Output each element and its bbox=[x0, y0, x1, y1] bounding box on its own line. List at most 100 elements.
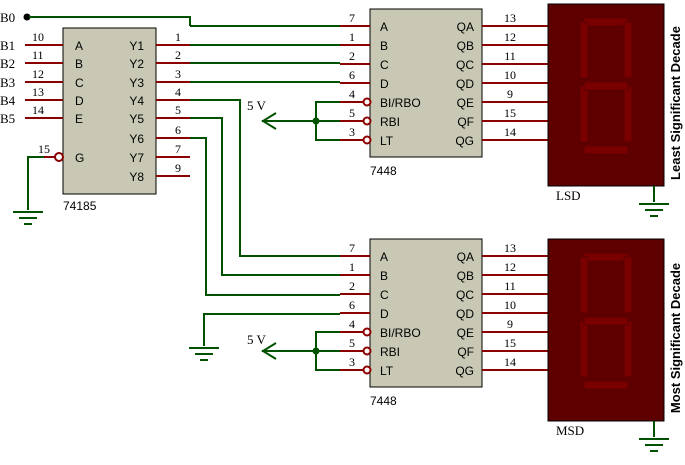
u1-pin-label-Y1: Y1 bbox=[129, 39, 144, 53]
u1-pin-label-Y5: Y5 bbox=[129, 112, 144, 126]
decoder1-pin-num-D: 6 bbox=[349, 68, 355, 82]
u1-pin-label-Y7: Y7 bbox=[129, 151, 144, 165]
input-label-B3: B3 bbox=[0, 75, 15, 90]
display1-segment-d bbox=[583, 145, 629, 155]
u1-pin-num-Y2: 2 bbox=[175, 48, 181, 62]
decoder2-name-label: 7448 bbox=[370, 394, 397, 408]
decoder1-pin-label-QF: QF bbox=[457, 115, 474, 129]
display2-segment-a bbox=[583, 252, 629, 262]
display1-side-label: Least Significant Decade bbox=[668, 26, 683, 180]
display2-segment-c bbox=[623, 320, 633, 378]
display2-name-label: MSD bbox=[556, 423, 584, 438]
u1-pin-label-C: C bbox=[75, 76, 84, 90]
decoder1-pin-num-QC: 11 bbox=[504, 49, 516, 63]
decoder1-pin-num-RBI: 5 bbox=[349, 106, 355, 120]
decoder1-pin-num-QD: 10 bbox=[504, 68, 516, 82]
display1-name-label: LSD bbox=[556, 188, 581, 203]
decoder1-pin-label-B: B bbox=[380, 39, 388, 53]
u1-pin-label-Y8: Y8 bbox=[129, 170, 144, 184]
decoder1-pin-label-D: D bbox=[380, 77, 389, 91]
decoder2-pin-num-BI/RBO: 4 bbox=[349, 317, 355, 331]
decoder2-pin-num-QA: 13 bbox=[504, 241, 516, 255]
decoder1-pin-num-QE: 9 bbox=[507, 87, 513, 101]
u1-pin-label-Y3: Y3 bbox=[129, 76, 144, 90]
decoder1-pin-label-LT: LT bbox=[380, 134, 394, 148]
u1-pin-num-Y3: 3 bbox=[175, 67, 181, 81]
decoder2-pin-label-QA: QA bbox=[457, 250, 474, 264]
decoder1-pin-label-QA: QA bbox=[457, 20, 474, 34]
decoder1-pin-label-C: C bbox=[380, 58, 389, 72]
decoder2-pin-label-RBI: RBI bbox=[380, 345, 400, 359]
display1-segment-b bbox=[623, 21, 633, 79]
decoder2-body bbox=[369, 238, 483, 388]
decoder2-pin-label-QC: QC bbox=[456, 288, 474, 302]
u1-pin-label-Y2: Y2 bbox=[129, 57, 144, 71]
decoder1-pin-bubble-LT bbox=[362, 135, 372, 145]
decoder2-pin-label-QF: QF bbox=[457, 345, 474, 359]
display2-segment-d bbox=[583, 380, 629, 390]
decoder1-pin-num-BI/RBO: 4 bbox=[349, 87, 355, 101]
decoder1-pin-label-QB: QB bbox=[457, 39, 474, 53]
u1-pin-G-bubble bbox=[54, 152, 64, 162]
input-label-B2: B2 bbox=[0, 56, 15, 71]
u1-pin-num-Y7: 7 bbox=[175, 142, 181, 156]
decoder2-pin-num-QE: 9 bbox=[507, 317, 513, 331]
u1-pin-num-Y4: 4 bbox=[175, 85, 181, 99]
u1-body bbox=[62, 27, 157, 195]
decoder1-pin-num-A: 7 bbox=[349, 11, 355, 25]
input-label-B1: B1 bbox=[0, 38, 15, 53]
decoder2-pin-bubble-LT bbox=[362, 365, 372, 375]
decoder1-pin-label-QC: QC bbox=[456, 58, 474, 72]
decoder1-pin-num-LT: 3 bbox=[349, 125, 355, 139]
display2-segment-f bbox=[579, 256, 589, 314]
u1-pin-num-A: 10 bbox=[32, 30, 44, 44]
decoder1-name-label: 7448 bbox=[370, 164, 397, 178]
decoder2-pin-label-QE: QE bbox=[457, 326, 474, 340]
decoder2-pin-num-B: 1 bbox=[349, 260, 355, 274]
u1-pin-label-Y6: Y6 bbox=[129, 132, 144, 146]
wire-Y4-dec2-A bbox=[190, 99, 340, 257]
input-label-B5: B5 bbox=[0, 111, 15, 126]
u1-pin-num-D: 13 bbox=[32, 85, 44, 99]
display1-segment-e bbox=[579, 85, 589, 143]
display1-body bbox=[547, 3, 665, 187]
u1-pin-label-E: E bbox=[75, 112, 83, 126]
display2-body bbox=[547, 238, 665, 422]
u1-pin-num-Y1: 1 bbox=[175, 30, 181, 44]
decoder2-5v-label: 5 V bbox=[247, 332, 267, 347]
decoder1-pin-bubble-BI/RBO bbox=[362, 97, 372, 107]
decoder2-pin-num-RBI: 5 bbox=[349, 336, 355, 350]
decoder1-pin-num-QF: 15 bbox=[504, 106, 516, 120]
decoder2-5v-arrow bbox=[261, 342, 277, 360]
decoder2-pin-num-QB: 12 bbox=[504, 260, 516, 274]
decoder2-pin-num-C: 2 bbox=[349, 279, 355, 293]
decoder1-pin-num-QB: 12 bbox=[504, 30, 516, 44]
decoder2-pin-num-QF: 15 bbox=[504, 336, 516, 350]
u1-pin-label-D: D bbox=[75, 94, 84, 108]
decoder1-pin-num-QA: 13 bbox=[504, 11, 516, 25]
input-label-B4: B4 bbox=[0, 93, 16, 108]
wire-Y6-dec2-C bbox=[190, 137, 340, 296]
u1-pin-label-B: B bbox=[75, 57, 83, 71]
display1-segment-g bbox=[583, 81, 629, 91]
decoder2-pin-bubble-BI/RBO bbox=[362, 327, 372, 337]
u1-pin-label-Y4: Y4 bbox=[129, 94, 144, 108]
decoder2-pin-label-QD: QD bbox=[456, 307, 474, 321]
wire-Y5-dec2-B bbox=[190, 117, 340, 276]
display2-segment-b bbox=[623, 256, 633, 314]
display2-side-label: Most Significant Decade bbox=[668, 263, 683, 413]
decoder1-pin-label-QD: QD bbox=[456, 77, 474, 91]
decoder1-pin-label-QE: QE bbox=[457, 96, 474, 110]
input-label-B0: B0 bbox=[0, 10, 15, 25]
decoder2-pin-label-C: C bbox=[380, 288, 389, 302]
decoder1-5v-arrow bbox=[261, 112, 277, 130]
decoder1-pin-label-QG: QG bbox=[455, 134, 474, 148]
decoder2-pin-num-QG: 14 bbox=[504, 355, 516, 369]
u1-name-label: 74185 bbox=[63, 199, 97, 213]
decoder1-pin-label-RBI: RBI bbox=[380, 115, 400, 129]
decoder2-pin-label-B: B bbox=[380, 269, 388, 283]
u1-pin-num-B: 11 bbox=[32, 48, 44, 62]
decoder2-pin-num-D: 6 bbox=[349, 298, 355, 312]
decoder2-pin-label-QB: QB bbox=[457, 269, 474, 283]
